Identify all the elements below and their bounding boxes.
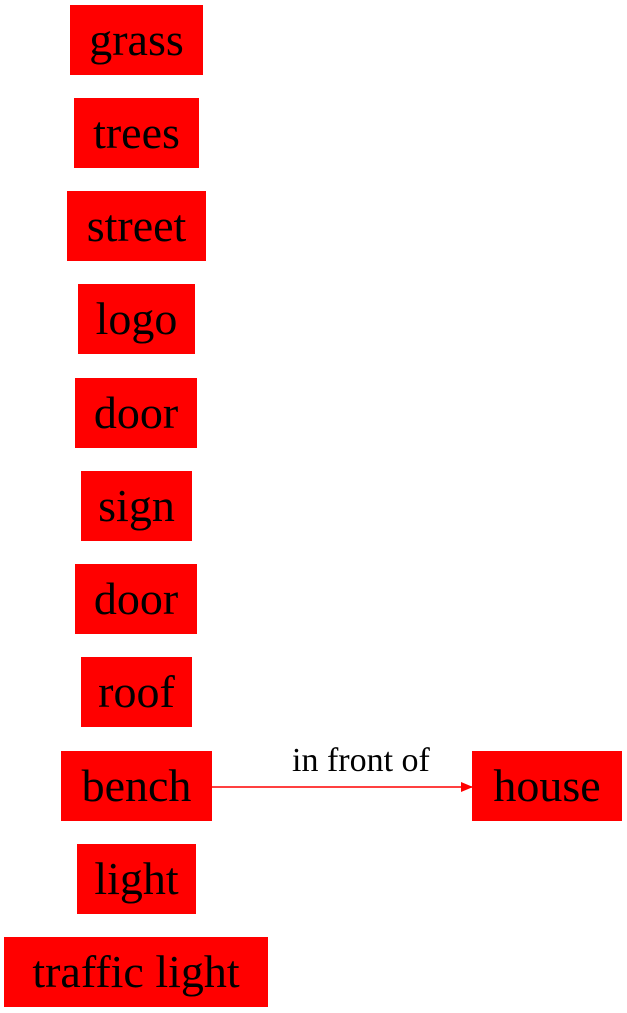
node-street: street xyxy=(67,191,206,261)
node-sign: sign xyxy=(81,471,192,541)
node-house: house xyxy=(472,751,622,821)
node-traffic-light: traffic light xyxy=(4,937,268,1007)
edge-label-in-front-of: in front of xyxy=(292,742,430,779)
node-door-2: door xyxy=(75,564,197,634)
node-grass: grass xyxy=(70,5,203,75)
node-door: door xyxy=(75,378,197,448)
node-bench: bench xyxy=(61,751,212,821)
node-logo: logo xyxy=(78,284,195,354)
node-roof: roof xyxy=(81,657,192,727)
node-trees: trees xyxy=(74,98,199,168)
node-light: light xyxy=(77,844,196,914)
